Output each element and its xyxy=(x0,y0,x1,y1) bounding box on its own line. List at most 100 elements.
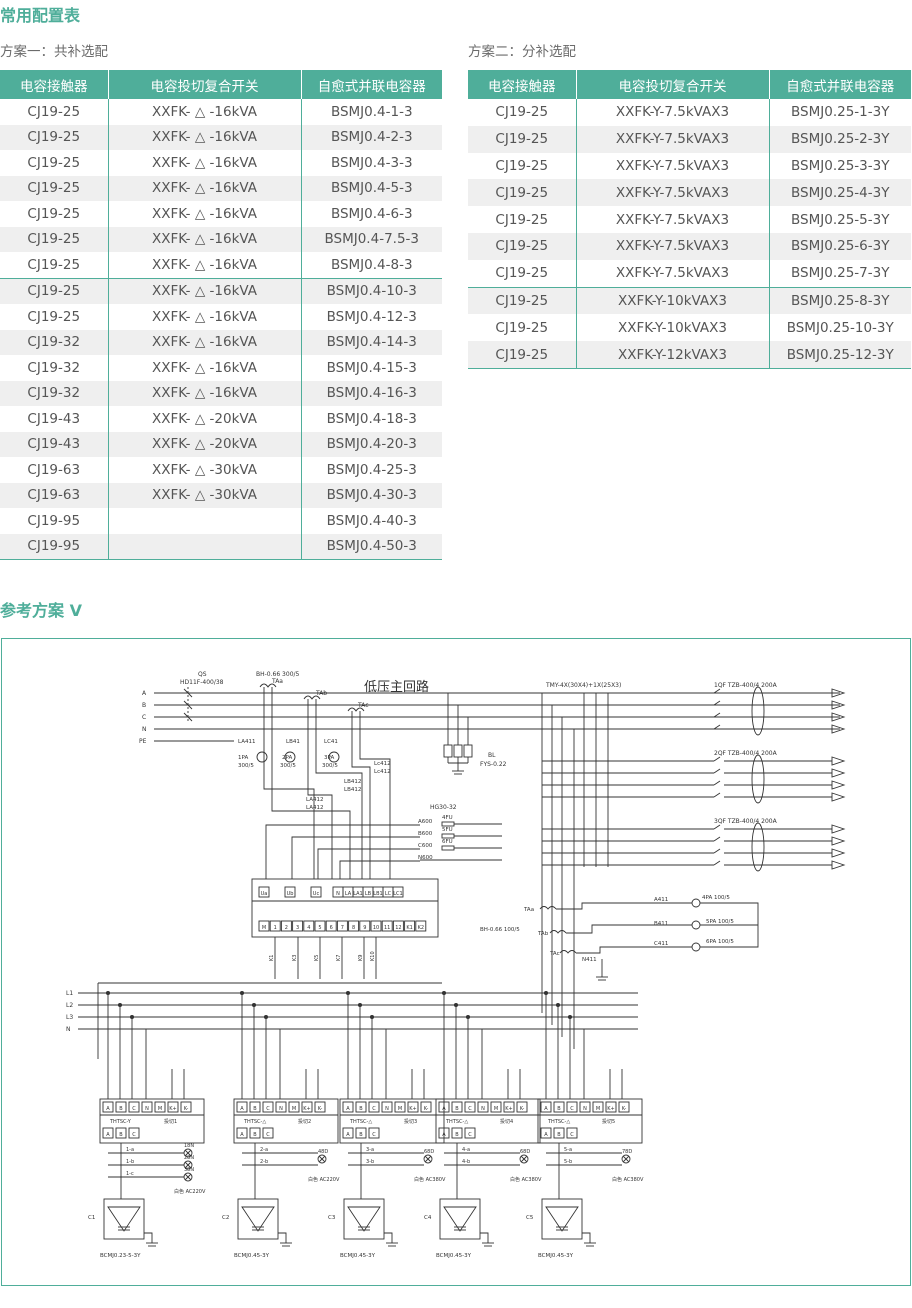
cell-switch: XXFK- △ -16kVA xyxy=(107,380,301,406)
cell-contactor: CJ19-25 xyxy=(27,256,81,273)
col-capacitor: 自愈式并联电容器 xyxy=(768,70,911,99)
col-switch: 电容投切复合开关 xyxy=(575,70,769,99)
lamp-id: 68D xyxy=(520,1149,530,1155)
meter-3pa: 3PA xyxy=(324,755,334,761)
feeder-arrow xyxy=(831,688,846,698)
ctrl-terminal: 1 xyxy=(274,925,277,931)
ctrl-terminal: LA1 xyxy=(353,891,363,897)
ctrl-terminal: 5 xyxy=(318,925,321,931)
line-l3: L3 xyxy=(66,1014,73,1021)
cell-switch xyxy=(107,533,301,560)
unit-terminal: B xyxy=(119,1106,123,1112)
cell-contactor: CJ19-63 xyxy=(27,461,81,478)
reactive-controller xyxy=(251,878,439,938)
cell-switch: XXFK- △ -16kVA xyxy=(107,226,301,252)
unit-terminal: K- xyxy=(622,1106,627,1112)
fuse-5fu: 5FU xyxy=(442,827,453,833)
unit-model: THTSC-△ xyxy=(445,1119,468,1125)
cell-capacitor: BSMJ0.4-6-3 xyxy=(300,201,442,227)
cell-contactor: CJ19-25 xyxy=(27,205,81,222)
cell-capacitor: BSMJ0.4-2-3 xyxy=(300,124,442,150)
unit-terminal: B xyxy=(455,1106,459,1112)
cell-contactor: CJ19-25 xyxy=(0,226,108,252)
unit-terminal: C xyxy=(372,1132,376,1138)
cell-capacitor: BSMJ0.4-25-3 xyxy=(300,457,442,483)
lamp-id: 38N xyxy=(184,1167,194,1173)
cell-contactor: CJ19-25 xyxy=(468,179,576,207)
lamp-wire: 2-b xyxy=(260,1159,268,1165)
cell-contactor: CJ19-25 xyxy=(0,124,108,150)
cell-capacitor: BSMJ0.25-2-3Y xyxy=(768,125,911,153)
unit-terminal: B xyxy=(359,1106,363,1112)
unit-terminal: M xyxy=(292,1106,296,1112)
wire-c1: Lc412 xyxy=(374,761,391,767)
breaker-1qf: 1QF TZB-400/4 200A xyxy=(714,682,778,689)
ctrl-terminal: 8 xyxy=(352,925,355,931)
cell-capacitor: BSMJ0.25-3-3Y xyxy=(768,152,911,180)
capacitor-id: C5 xyxy=(526,1215,534,1221)
ctrl-out-label: K10 xyxy=(370,951,376,961)
capacitor-model: BCMJ0.45-3Y xyxy=(340,1253,376,1259)
lamp-id: 48D xyxy=(318,1149,328,1155)
feeder-arrow xyxy=(831,848,846,858)
cell-switch: XXFK-Y-10kVAX3 xyxy=(575,314,769,342)
meter-6pa: 6PA 100/5 xyxy=(706,939,734,945)
qs-label: QS xyxy=(198,671,207,678)
ct2-a-label: TAa xyxy=(523,907,534,913)
unit-model: THTSC-△ xyxy=(547,1119,570,1125)
unit-terminal: M xyxy=(398,1106,402,1112)
unit-terminal: K+ xyxy=(303,1106,310,1112)
cell-contactor: CJ19-32 xyxy=(27,359,81,376)
diagram-title: 低压主回路 xyxy=(364,679,429,695)
wiring-diagram: 低压主回路 QS HD11F-400/38 BH-0.66 300/5 A B … xyxy=(1,638,911,1286)
meter-2pa: 2PA xyxy=(282,755,292,761)
unit-terminal: N xyxy=(385,1106,389,1112)
cell-contactor: CJ19-25 xyxy=(468,125,576,153)
ct2-b-label: TAb xyxy=(537,931,549,937)
ct2-wire-c411: C411 xyxy=(654,941,668,947)
unit-terminal: B xyxy=(455,1132,459,1138)
cell-contactor: CJ19-25 xyxy=(495,211,549,228)
cell-capacitor: BSMJ0.4-40-3 xyxy=(300,508,442,534)
cell-capacitor: BSMJ0.4-12-3 xyxy=(300,304,442,330)
indicator-lamp xyxy=(317,1154,327,1164)
cell-contactor: CJ19-63 xyxy=(0,482,108,508)
cell-capacitor: BSMJ0.25-5-3Y xyxy=(768,206,911,233)
cell-contactor: CJ19-25 xyxy=(0,175,108,201)
cell-capacitor: BSMJ0.4-10-3 xyxy=(300,277,442,304)
cell-switch: XXFK-Y-7.5kVAX3 xyxy=(575,259,769,288)
ctrl-terminal: 11 xyxy=(384,925,390,931)
fuse-b600: B600 xyxy=(418,831,433,837)
lc41-label: LC41 xyxy=(324,739,338,745)
cell-contactor: CJ19-25 xyxy=(27,308,81,325)
meter-5pa: 5PA 100/5 xyxy=(706,919,734,925)
unit-model: THTSC-Y xyxy=(109,1119,132,1125)
fuse-4fu: 4FU xyxy=(442,815,453,821)
ctrl-out-label: K1 xyxy=(269,955,275,961)
cell-capacitor: BSMJ0.4-20-3 xyxy=(300,431,442,457)
feeder-arrow xyxy=(831,756,846,766)
capacitor-bank xyxy=(343,1198,385,1240)
ct-c-label: TAc xyxy=(357,702,369,709)
lamp-wire: 1-c xyxy=(126,1171,134,1177)
cell-switch: XXFK- △ -16kVA xyxy=(107,304,301,330)
line-l1: L1 xyxy=(66,990,73,997)
unit-terminal: M xyxy=(494,1106,498,1112)
breaker-3qf: 3QF TZB-400/4 200A xyxy=(714,818,778,825)
cell-switch: XXFK- △ -16kVA xyxy=(107,252,301,278)
capacitor-bank xyxy=(103,1198,145,1240)
cell-switch: XXFK- △ -16kVA xyxy=(107,175,301,201)
ctrl-out-label: K5 xyxy=(314,955,320,961)
ct2-c-label: TAc xyxy=(549,951,560,957)
scheme1-title: 方案一：共补选配 xyxy=(0,44,108,60)
